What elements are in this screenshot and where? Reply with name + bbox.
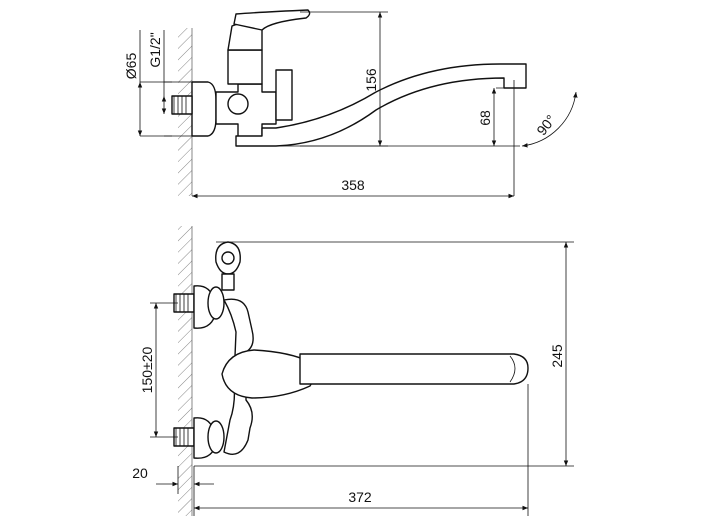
dim-length-358: 358 (192, 177, 514, 199)
dim-length-372: 372 (194, 384, 529, 516)
front-view: 150±20 245 20 372 (132, 226, 574, 516)
dim-height-front-label: 245 (549, 344, 565, 368)
spout-front (299, 353, 529, 385)
dim-length-label: 358 (341, 177, 365, 193)
dim-spacing: 150±20 (139, 302, 178, 438)
wall-section-bottom (178, 226, 193, 516)
dim-offset: 20 (132, 465, 214, 516)
valve-cap (227, 93, 249, 115)
dim-height-245: 245 (194, 241, 574, 467)
nut-upper (207, 286, 225, 320)
nut-lower (207, 420, 225, 454)
dim-angle: 90° (513, 91, 578, 196)
dim-diameter: Ø65 (123, 30, 194, 137)
dim-offset-label: 20 (132, 465, 148, 481)
cartridge-housing (227, 49, 263, 85)
side-view: Ø65 G1/2" 156 68 90° (123, 9, 578, 199)
dim-thread: G1/2" (147, 30, 167, 114)
dim-spout-height: 68 (268, 87, 520, 147)
dim-diameter-label: Ø65 (123, 53, 139, 80)
shower-holder (215, 241, 241, 291)
lever-handle (233, 9, 311, 31)
dim-height-label: 156 (363, 68, 379, 92)
dim-spacing-label: 150±20 (139, 346, 155, 393)
dim-spout-height-label: 68 (477, 110, 493, 126)
dim-thread-label: G1/2" (147, 32, 163, 67)
wall-connector (191, 81, 217, 137)
dim-angle-label: 90° (533, 112, 559, 139)
diverter-knob (275, 69, 293, 121)
dim-length-front-label: 372 (348, 489, 372, 505)
